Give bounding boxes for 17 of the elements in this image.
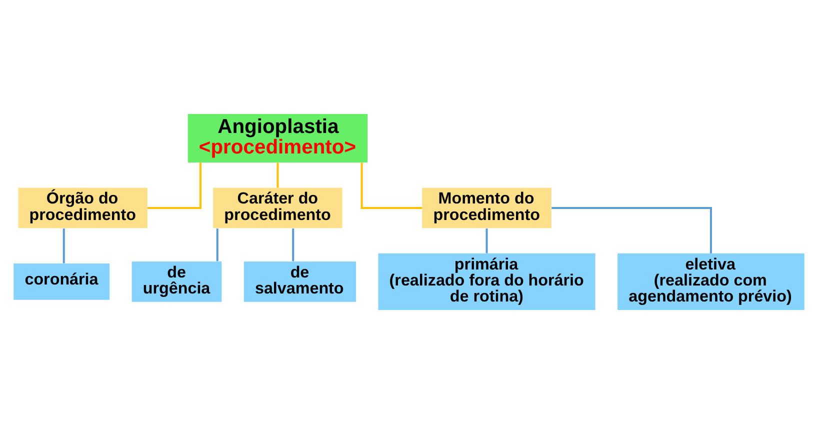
node-box: de urgência: [132, 261, 222, 302]
connector: [360, 162, 422, 209]
connector: [147, 162, 202, 209]
connector: [552, 206, 712, 254]
connector: [62, 228, 65, 264]
connector: [276, 162, 279, 188]
connector: [216, 228, 218, 262]
node-box: Caráter do procedimento: [213, 188, 342, 228]
node-box: primária (realizado fora do horário de rotina): [378, 253, 596, 310]
connector: [486, 228, 488, 254]
node-box: coronária: [14, 264, 110, 300]
node-box: Órgão do procedimento: [18, 188, 148, 228]
node-box: Angioplastia <procedimento>: [188, 114, 368, 163]
connector: [292, 228, 294, 262]
node-box: de salvamento: [244, 261, 356, 302]
node-box: Momento do procedimento: [422, 188, 552, 228]
node-box: eletiva (realizado com agendamento prévio): [618, 253, 804, 310]
